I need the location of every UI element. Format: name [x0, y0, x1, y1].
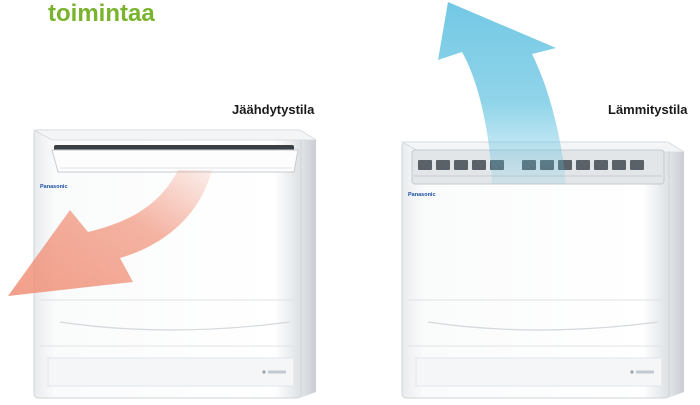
cooling-unit: Panasonic: [8, 130, 316, 398]
cooling-brand-logo: Panasonic: [40, 184, 68, 190]
cooling-mode-label: Jäähdytystila: [232, 102, 314, 117]
heating-mode-label: Lämmitystila: [608, 102, 687, 117]
heating-brand-logo: Panasonic: [408, 192, 436, 198]
heating-unit: Panasonic: [402, 2, 684, 398]
